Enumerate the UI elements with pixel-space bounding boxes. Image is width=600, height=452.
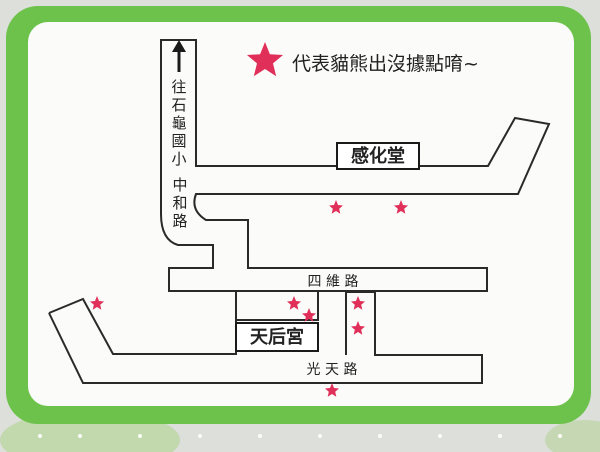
road-guangtian-label: 光 天 路 [307,362,358,378]
road-zhonghe-label: 中 和 路 [172,176,187,230]
road-north-char: 國 [171,132,186,150]
star-icon [287,296,301,310]
road-north-char: 小 [171,150,186,168]
landmark-tianhou-label: 天后宮 [250,326,304,348]
bottom-dots [38,434,562,438]
star-icon [329,200,343,214]
road-siwei-label: 四 維 路 [308,274,359,290]
star-icon [325,383,339,397]
star-icon [394,200,408,214]
legend: 代表貓熊出沒據點唷~ [247,42,479,77]
road-north-char: 石 [171,96,186,114]
road-guangtian-lower [48,291,483,384]
road-zhonghe-char: 中 [172,176,187,194]
landmark-ganhua: 感化堂 [336,142,420,170]
landmark-ganhua-label: 感化堂 [351,145,405,167]
landmark-tianhou: 天后宮 [235,322,319,352]
star-icon [351,296,365,310]
star-icon [90,296,104,310]
road-tianhou-loop [235,292,319,321]
road-north-label: 往 石 龜 國 小 [171,78,186,168]
legend-text: 代表貓熊出沒據點唷~ [292,53,479,75]
backdrop-leaf [545,420,600,452]
road-zhonghe-char: 和 [172,194,187,212]
panda-spots [90,200,408,397]
road-north-and-siwei [160,39,551,292]
road-zhonghe-char: 路 [172,212,187,230]
star-icon [351,321,365,335]
road-north-char: 往 [171,78,186,96]
star-icon [247,42,283,77]
star-icon [302,308,316,322]
road-network [48,39,551,384]
map-paper [28,22,574,406]
north-arrow-icon [172,40,186,72]
road-north-char: 龜 [171,114,186,132]
